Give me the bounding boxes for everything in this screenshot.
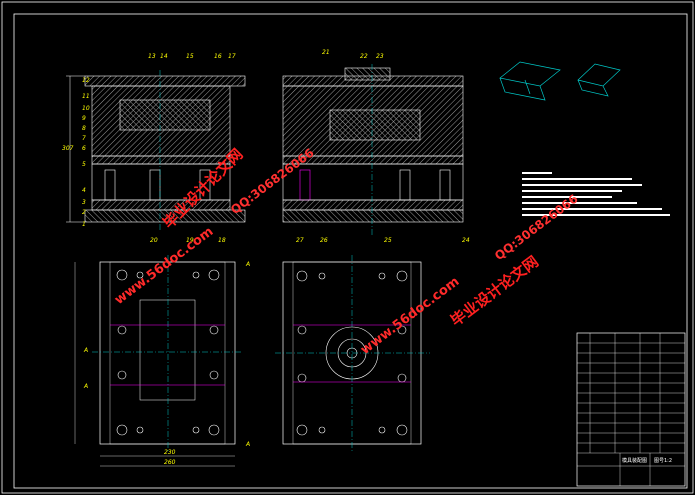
callout-label: 11 [82,93,90,100]
callout-label: 4 [82,187,86,194]
callout-label: 16 [214,53,222,60]
dimension-height: 307 [62,145,74,152]
callout-label: 5 [82,161,86,168]
callout-label: 24 [462,237,470,244]
right-view-callouts: 21 22 23 27 26 25 24 [296,49,470,244]
callout-label: 19 [186,237,194,244]
callout-label: 8 [82,125,86,132]
title-block-drawing-code: 图号1:2 [654,458,672,464]
callout-label: 1 [82,221,86,228]
callout-label: 3 [82,199,86,206]
dimension-width-inner: 230 [164,449,176,456]
callout-label: 22 [360,53,368,60]
callout-label: 17 [228,53,236,60]
right-section-view [282,64,464,235]
title-block: 模具装配图 图号1:2 [576,332,686,487]
dimension-width-outer: 260 [164,459,176,466]
callout-label: 20 [150,237,158,244]
callout-label: 25 [384,237,392,244]
callout-label: 14 [160,53,168,60]
section-mark: A [83,383,88,390]
callout-label: 10 [82,105,90,112]
left-view-callouts: 12 11 10 9 8 7 6 5 4 3 2 1 13 14 15 16 1… [62,53,236,244]
left-section-view [66,70,246,230]
right-plan-view [275,255,430,452]
section-mark: A [245,261,250,268]
left-plan-view [74,255,243,467]
callout-label: 18 [218,237,226,244]
callout-label: 12 [82,77,90,84]
title-block-drawing-name: 模具装配图 [622,457,647,464]
callout-label: 26 [320,237,328,244]
callout-label: 15 [186,53,194,60]
callout-label: 2 [82,209,86,216]
left-plan-labels: 230 260 A A A A [83,261,250,466]
callout-label: 21 [322,49,330,56]
callout-label: 7 [82,135,86,142]
inner-frame [13,13,688,489]
callout-label: 23 [376,53,384,60]
callout-label: 6 [82,145,86,152]
section-mark: A [83,347,88,354]
technical-notes [522,172,670,216]
section-mark: A [245,441,250,448]
callout-label: 9 [82,115,86,122]
callout-label: 27 [296,237,304,244]
callout-label: 13 [148,53,156,60]
part-isometric-sketch [499,61,621,101]
